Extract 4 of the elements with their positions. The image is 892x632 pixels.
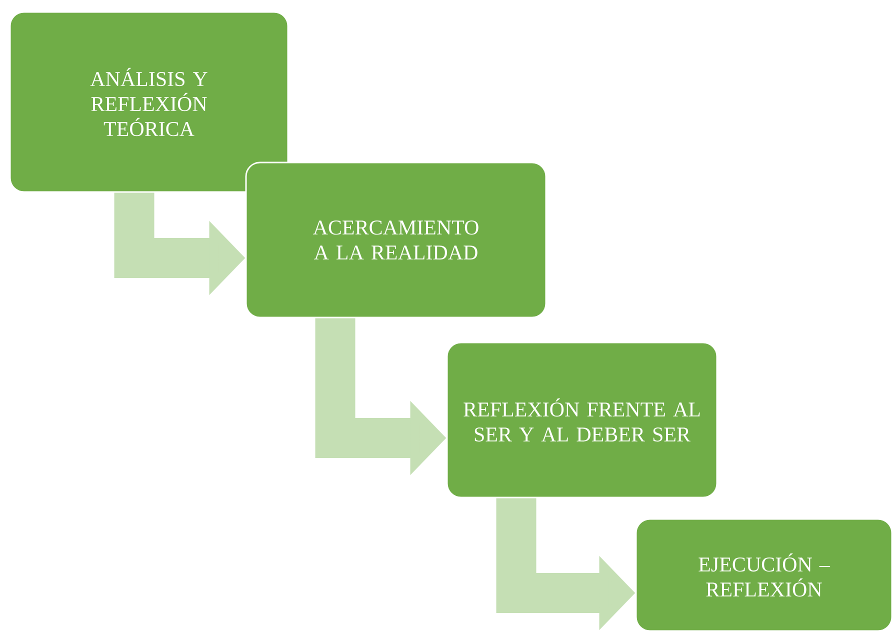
process-box: REFLEXIÓN FRENTE AL SER Y AL DEBER SER bbox=[446, 342, 718, 498]
process-box: EJECUCIÓN – REFLEXIÓN bbox=[635, 518, 892, 632]
process-box: ACERCAMIENTO A LA REALIDAD bbox=[245, 162, 547, 318]
process-box: ANÁLISIS Y REFLEXIÓN TEÓRICA bbox=[9, 11, 289, 193]
